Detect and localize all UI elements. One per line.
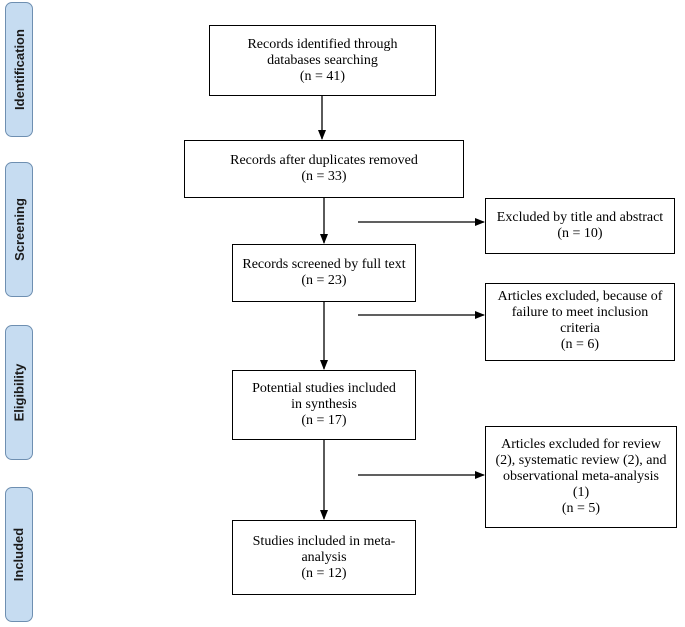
box-line: (n = 41) xyxy=(299,68,346,84)
box-line: Studies included in meta- xyxy=(252,533,396,549)
box-line: (1) xyxy=(572,485,590,500)
box-duplicates-removed: Records after duplicates removed (n = 33… xyxy=(184,140,464,198)
box-line: failure to meet inclusion xyxy=(511,305,649,320)
box-line: (n = 10) xyxy=(557,226,603,241)
box-line: (n = 12) xyxy=(301,565,347,581)
phase-screening: Screening xyxy=(5,162,33,297)
box-line: Excluded by title and abstract xyxy=(496,210,664,225)
phase-identification: Identification xyxy=(5,2,33,137)
phase-eligibility: Eligibility xyxy=(5,325,33,460)
box-line: (n = 5) xyxy=(561,501,601,516)
box-line: Articles excluded, because of xyxy=(497,289,663,304)
box-potential-studies: Potential studies included in synthesis … xyxy=(232,370,416,440)
box-line: Records identified through xyxy=(247,36,398,52)
box-excluded-criteria: Articles excluded, because of failure to… xyxy=(485,283,675,361)
box-line: Articles excluded for review xyxy=(501,437,661,452)
box-line: analysis xyxy=(301,549,347,565)
box-line: (n = 17) xyxy=(301,413,347,428)
phase-included: Included xyxy=(5,487,33,622)
box-line: Potential studies included xyxy=(252,381,396,396)
box-screened-full-text: Records screened by full text (n = 23) xyxy=(232,244,416,302)
box-records-identified: Records identified through databases sea… xyxy=(209,25,436,96)
box-line: databases searching xyxy=(267,52,378,68)
box-line: Records after duplicates removed xyxy=(230,153,418,168)
box-line: criteria xyxy=(560,321,600,336)
box-line: (n = 33) xyxy=(301,169,347,184)
box-excluded-title-abstract: Excluded by title and abstract (n = 10) xyxy=(485,198,675,254)
box-line: Records screened by full text xyxy=(242,257,406,272)
box-included-meta-analysis: Studies included in meta- analysis (n = … xyxy=(232,520,416,595)
box-line: in synthesis xyxy=(291,397,357,412)
box-excluded-review: Articles excluded for review (2), system… xyxy=(485,426,677,528)
box-line: (n = 23) xyxy=(301,273,347,288)
box-line: (2), systematic review (2), and xyxy=(495,453,667,468)
box-line: (n = 6) xyxy=(560,337,600,352)
box-line: observational meta-analysis xyxy=(503,469,659,484)
